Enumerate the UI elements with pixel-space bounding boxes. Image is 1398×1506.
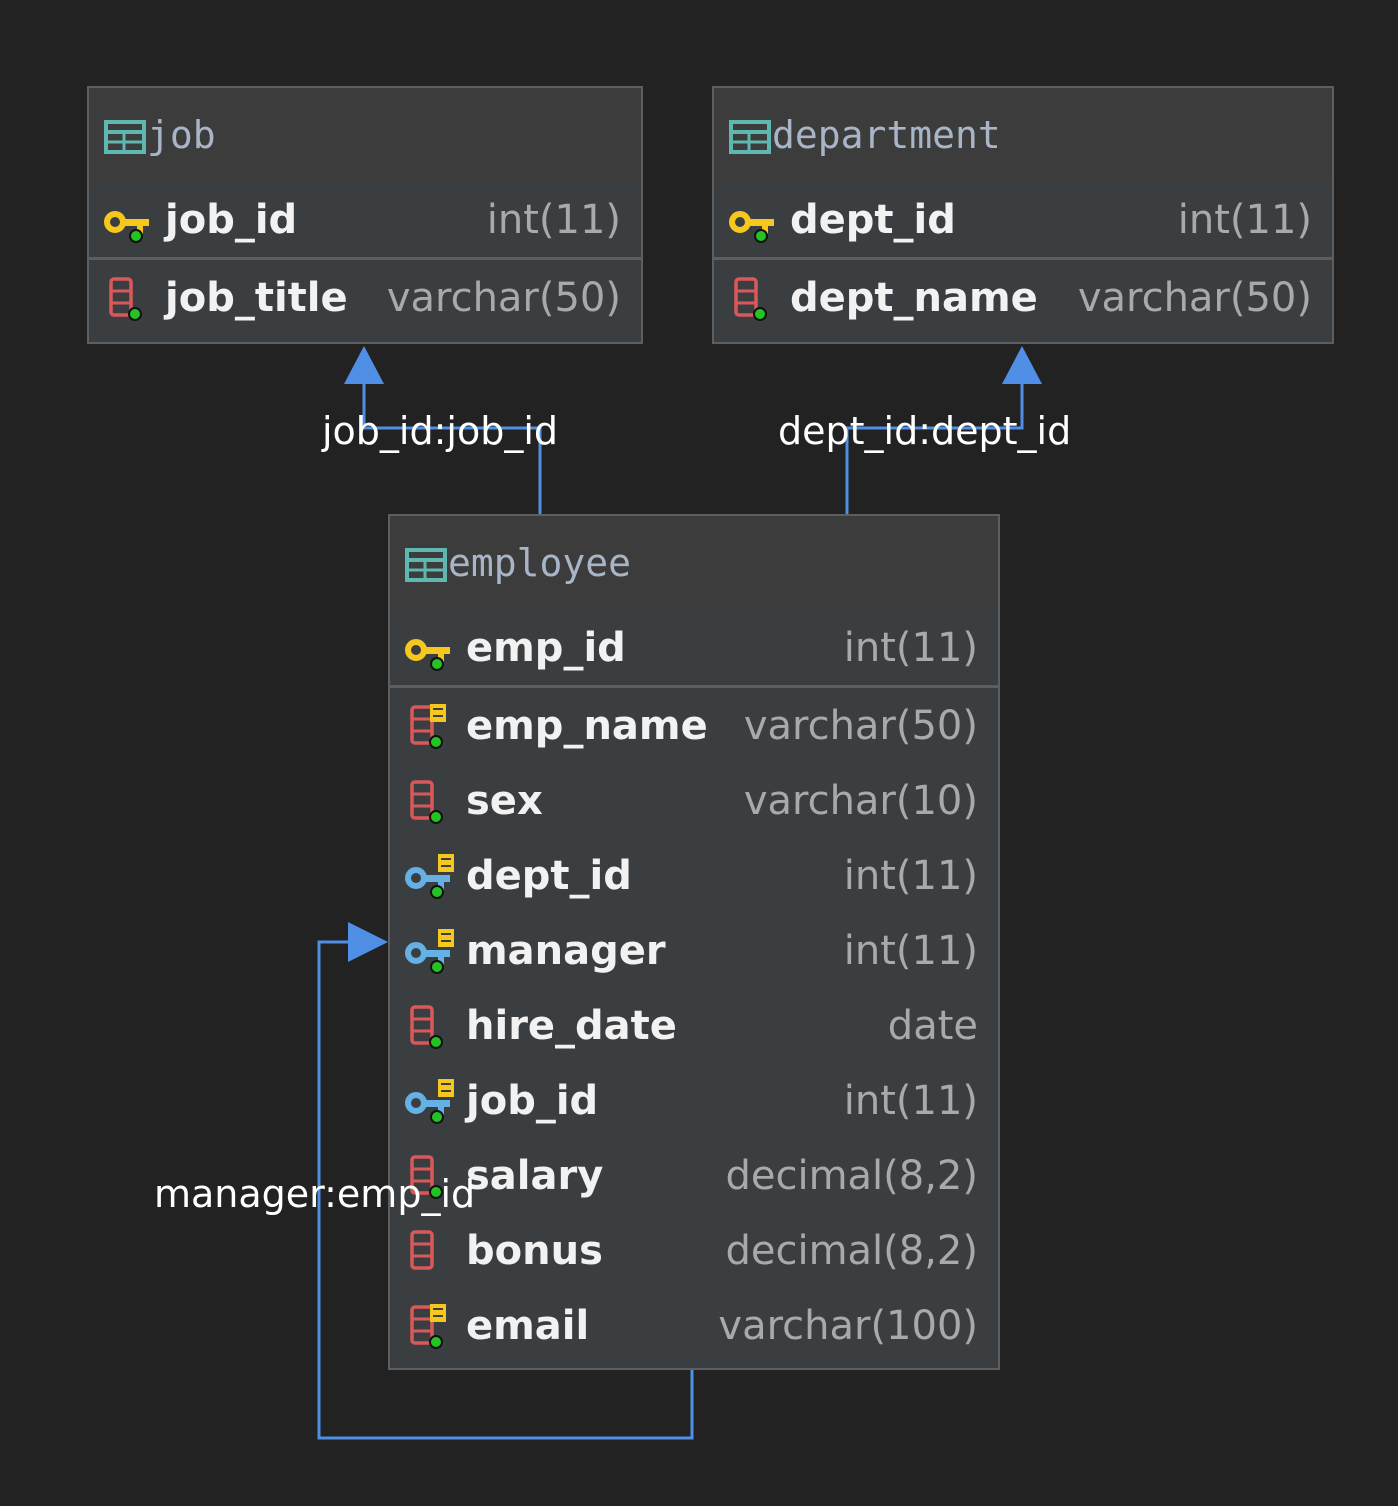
column-icon [404,1227,456,1275]
column-type: decimal(8,2) [725,1227,978,1274]
column-row[interactable]: hire_date date [390,988,998,1063]
column-icon [404,777,456,825]
table-employee[interactable]: employee emp_id int(11) emp_name varchar… [388,514,1000,1370]
column-icon [103,274,155,322]
column-name: manager [466,927,666,974]
column-name: dept_id [790,196,956,243]
relation-arrow-manager [348,922,388,962]
relation-line-dept[interactable] [845,382,1024,516]
column-type: varchar(10) [743,777,978,824]
table-icon [101,111,153,159]
column-row[interactable]: sex varchar(10) [390,763,998,838]
column-row[interactable]: job_id int(11) [390,1063,998,1138]
foreign-key-icon [404,852,456,900]
primary-key-row[interactable]: job_id int(11) [89,182,641,260]
column-name: salary [466,1152,604,1199]
column-name: sex [466,777,543,824]
column-icon [404,1152,456,1200]
table-name: department [772,113,1001,157]
column-type: int(11) [486,196,621,243]
column-type: varchar(50) [1077,274,1312,321]
column-row[interactable]: bonus decimal(8,2) [390,1213,998,1288]
column-row[interactable]: manager int(11) [390,913,998,988]
column-row[interactable]: emp_name varchar(50) [390,688,998,763]
unique-column-icon [404,702,456,750]
column-name: bonus [466,1227,603,1274]
table-header[interactable]: employee [390,516,998,610]
relation-arrow-dept [1002,346,1042,384]
column-type: varchar(50) [386,274,621,321]
column-name: job_id [466,1077,599,1124]
primary-key-row[interactable]: dept_id int(11) [714,182,1332,260]
primary-key-icon [404,624,456,672]
table-department[interactable]: department dept_id int(11) dept_name var… [712,86,1334,344]
table-name: employee [448,541,632,585]
column-type: varchar(100) [718,1302,978,1349]
column-name: hire_date [466,1002,677,1049]
column-name: emp_name [466,702,708,749]
relation-line-job[interactable] [362,382,542,516]
primary-key-row[interactable]: emp_id int(11) [390,610,998,688]
column-type: int(11) [843,624,978,671]
table-name: job [147,113,216,157]
column-name: dept_id [466,852,632,899]
column-type: int(11) [843,927,978,974]
primary-key-icon [103,196,155,244]
relation-line-manager[interactable] [317,940,694,1440]
column-row[interactable]: dept_id int(11) [390,838,998,913]
relation-arrow-job [344,346,384,384]
table-header[interactable]: department [714,88,1332,182]
primary-key-icon [728,196,780,244]
column-name: email [466,1302,590,1349]
column-type: int(11) [1177,196,1312,243]
column-type: int(11) [843,1077,978,1124]
column-name: job_id [165,196,298,243]
column-row[interactable]: dept_name varchar(50) [714,260,1332,335]
unique-column-icon [404,1302,456,1350]
relation-label-manager: manager:emp_id [154,1172,476,1216]
column-row[interactable]: email varchar(100) [390,1288,998,1363]
table-header[interactable]: job [89,88,641,182]
column-name: job_title [165,274,348,321]
relation-label-job: job_id:job_id [322,409,559,453]
table-icon [402,539,454,587]
relation-label-dept: dept_id:dept_id [778,409,1072,453]
foreign-key-icon [404,1077,456,1125]
column-icon [404,1002,456,1050]
column-icon [728,274,780,322]
column-name: dept_name [790,274,1038,321]
foreign-key-icon [404,927,456,975]
column-row[interactable]: job_title varchar(50) [89,260,641,335]
column-type: date [887,1002,978,1049]
column-row[interactable]: salary decimal(8,2) [390,1138,998,1213]
column-name: emp_id [466,624,626,671]
column-type: int(11) [843,852,978,899]
column-type: decimal(8,2) [725,1152,978,1199]
table-job[interactable]: job job_id int(11) job_title varchar(50) [87,86,643,344]
column-type: varchar(50) [743,702,978,749]
table-icon [726,111,778,159]
